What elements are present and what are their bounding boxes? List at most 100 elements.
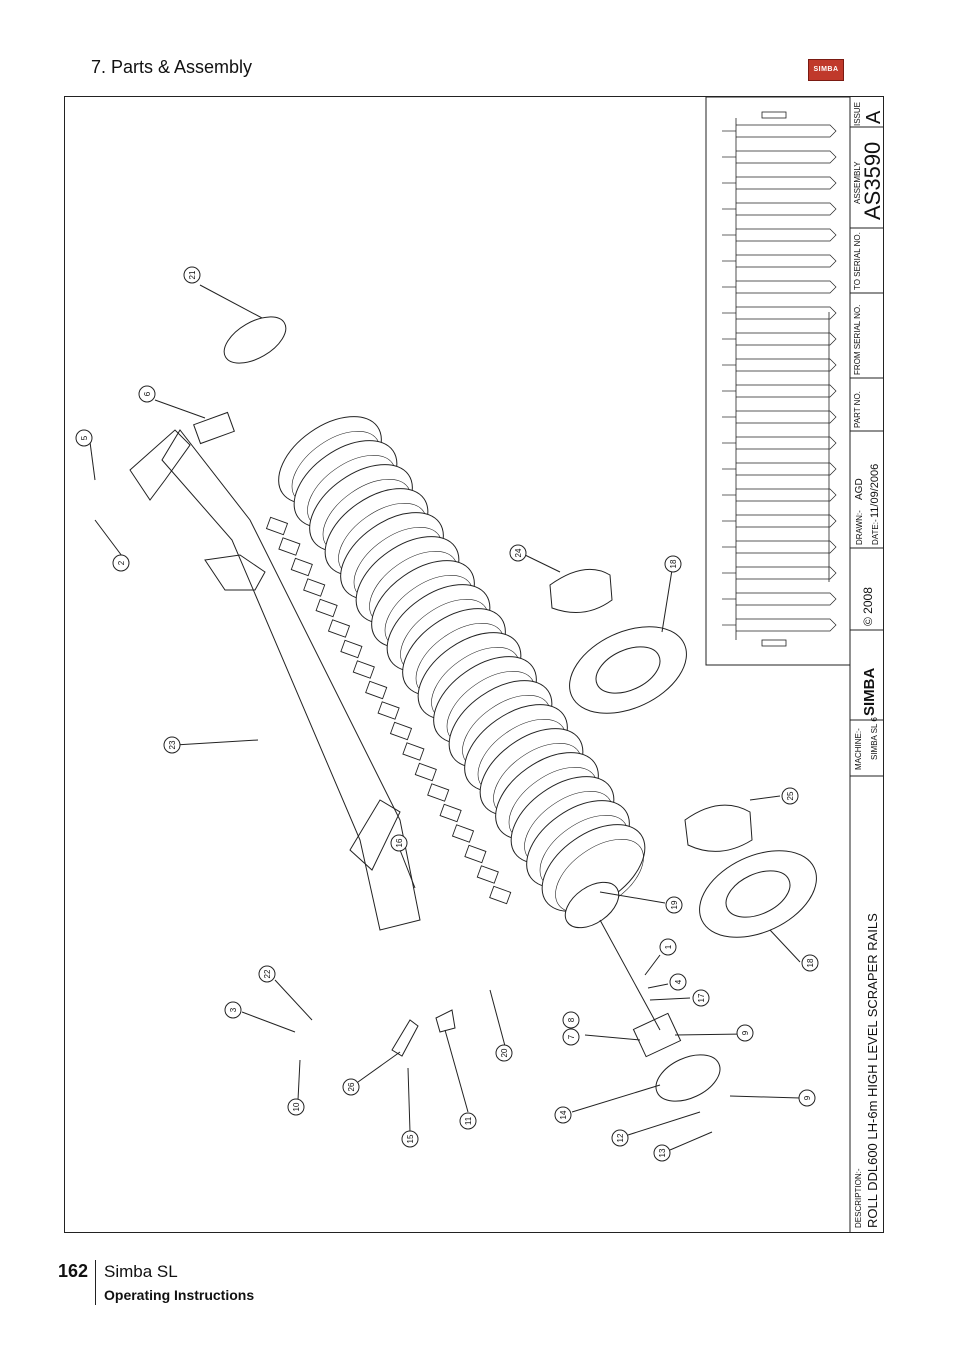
inset-disc [736,306,837,320]
exploded-assembly [89,284,817,1151]
inset-disc [736,592,837,606]
part-25 [684,804,753,852]
inset-disc [736,254,837,268]
callout: 20 [495,1044,513,1062]
rail-arm-lower [349,799,401,871]
callout-label: 12 [616,1133,625,1142]
simba-logo: SIMBA [808,59,844,81]
callout-label: 9 [741,1030,750,1035]
part-6 [193,411,235,445]
end-plate-upper [569,626,687,714]
callout: 15 [401,1130,419,1148]
callout: 21 [183,266,201,284]
callout: 9 [798,1089,816,1107]
inset-disc [736,410,837,424]
inset-disc [736,228,837,242]
inset-disc [736,618,837,632]
end-plate-lower-inner [725,870,791,918]
inset-plan-view [722,111,837,647]
logo-text: SIMBA [813,66,839,73]
scraper [402,742,425,761]
callout: 23 [163,736,181,754]
callout-label: 5 [80,435,89,440]
issue-label: ISSUE [853,102,862,126]
callout-label: 2 [117,560,126,565]
callout-label: 6 [143,391,152,396]
callout: 12 [611,1129,629,1147]
callout-label: 10 [292,1102,301,1111]
inset-disc [736,540,837,554]
part-14 [655,1054,721,1102]
callout-label: 11 [464,1116,473,1125]
scraper [414,762,437,782]
callout: 9 [736,1024,754,1042]
part-24 [549,568,613,613]
inset-disc [736,436,837,450]
rail-end-bracket [129,429,191,501]
drawing-frame [64,96,884,1233]
machine-value: SIMBA SL 6 [870,717,879,760]
from-serial-label: FROM SERIAL NO. [853,305,862,375]
scraper [476,865,499,884]
inset-disc [736,202,837,216]
scraper-row [265,516,512,905]
description-label: DESCRIPTION:- [854,1168,863,1228]
scraper [278,537,301,556]
inset-disc [736,514,837,528]
section-title: 7. Parts & Assembly [91,57,253,77]
part-26 [391,1019,419,1057]
callout-label: 22 [263,969,272,978]
scraper [377,701,400,720]
title-block-text: ISSUE A ASSEMBLY AS3590 TO SERIAL NO. FR… [853,102,885,1228]
callout: 16 [390,834,408,852]
issue-value: A [863,110,885,124]
callout: 10 [287,1098,305,1116]
scraper [352,660,375,679]
callout-label: 3 [229,1007,238,1012]
inset-disc [736,124,837,138]
copyright-text: © 2008 [861,587,875,626]
scraper [451,824,475,843]
callout: 3 [224,1001,242,1019]
bearing-housing [632,1012,682,1058]
callout-label: 15 [406,1134,415,1143]
callout: 22 [258,965,276,983]
callouts: 2165224182325161914172238799182026101115… [75,266,819,1162]
disc-stack [278,416,646,929]
assembly-value: AS3590 [860,142,885,220]
inset-disc [736,384,837,398]
callout-label: 23 [168,740,177,749]
end-plate-lower [699,850,817,938]
part-19 [564,881,620,929]
scraper [290,557,313,577]
callout-label: 21 [188,270,197,279]
scraper [303,578,326,597]
scraper [489,885,512,905]
callout-label: 24 [514,548,523,557]
callout: 6 [138,385,156,403]
inset-disc [736,332,837,346]
scraper [464,844,487,864]
callout-label: 14 [559,1110,568,1119]
callout: 18 [801,954,819,972]
callout-label: 9 [803,1095,812,1100]
part-21 [223,316,287,364]
scraper [340,639,363,659]
callout: 2 [112,554,130,572]
callout: 8 [562,1011,580,1029]
scraper [389,721,413,741]
callout: 5 [75,429,93,447]
drawn-label: DRAWN:- [855,510,864,545]
inset-disc [736,462,837,476]
callout-label: 25 [786,791,795,800]
callout: 4 [669,973,687,991]
date-value: 11/09/2006 [869,464,881,518]
callout-label: 26 [347,1082,356,1091]
callout: 18 [664,555,682,573]
inset-disc [736,176,837,190]
callout: 1 [659,938,677,956]
scraper [327,619,351,638]
callout: 24 [509,544,527,562]
title-block [705,96,884,1232]
